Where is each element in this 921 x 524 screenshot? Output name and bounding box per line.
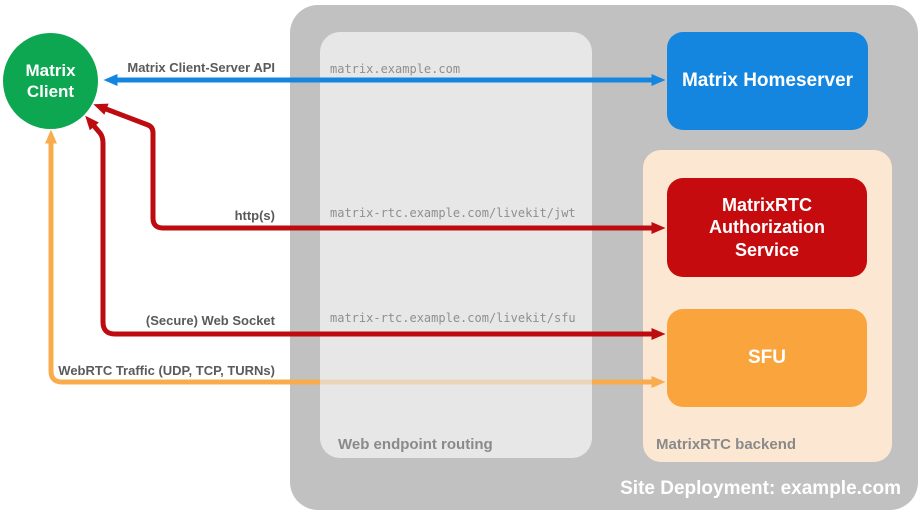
endpoint-url-livekit-sfu: matrix-rtc.example.com/livekit/sfu bbox=[330, 311, 576, 325]
sfu-label: SFU bbox=[748, 347, 786, 369]
section-label-matrixrtc-backend: MatrixRTC backend bbox=[656, 436, 797, 453]
matrix-homeserver-node: Matrix Homeserver bbox=[667, 32, 868, 130]
matrixrtc-authorization-service-node: MatrixRTC Authorization Service bbox=[667, 178, 867, 277]
arrow-label-client-server-api: Matrix Client-Server API bbox=[127, 60, 275, 75]
arrow-webrtc-traffic-client-segment bbox=[45, 129, 320, 385]
endpoint-url-livekit-jwt: matrix-rtc.example.com/livekit/jwt bbox=[330, 206, 576, 220]
matrixrtc-authorization-service-label: MatrixRTC Authorization Service bbox=[709, 194, 825, 260]
matrix-client-node: Matrix Client bbox=[3, 33, 98, 129]
sfu-node: SFU bbox=[667, 309, 867, 407]
endpoint-url-matrix: matrix.example.com bbox=[330, 62, 461, 76]
web-endpoint-routing-box bbox=[320, 32, 592, 458]
arrow-label-https: http(s) bbox=[234, 208, 275, 223]
arrow-label-web-socket: (Secure) Web Socket bbox=[145, 313, 275, 328]
arrow-label-webrtc-traffic: WebRTC Traffic (UDP, TCP, TURNs) bbox=[58, 363, 275, 378]
section-label-web-endpoint-routing: Web endpoint routing bbox=[338, 436, 493, 453]
section-label-site-deployment: Site Deployment: example.com bbox=[620, 478, 901, 499]
matrix-homeserver-label: Matrix Homeserver bbox=[681, 70, 854, 92]
matrix-client-label: Matrix Client bbox=[25, 60, 76, 101]
